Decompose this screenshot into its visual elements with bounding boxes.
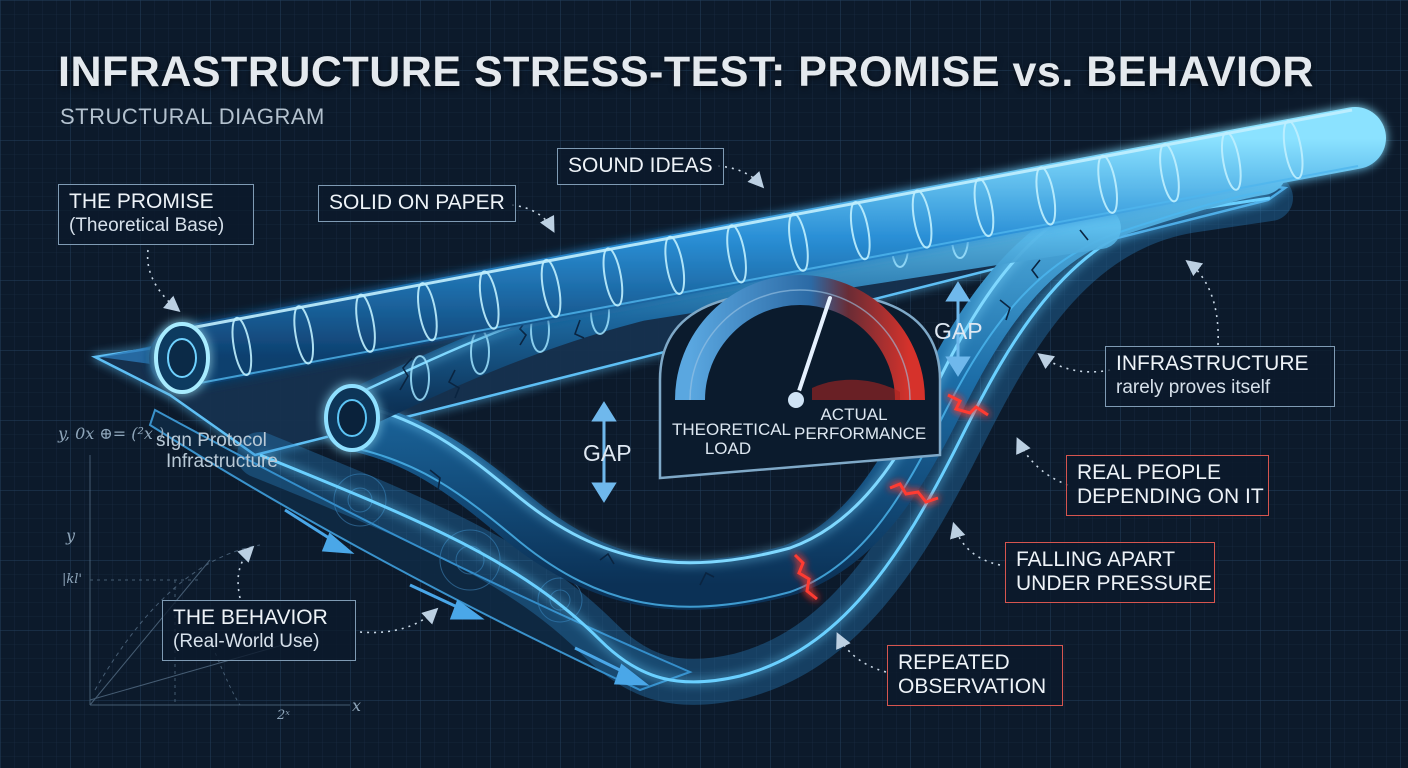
diagram-title: INFRASTRUCTURE STRESS-TEST: PROMISE vs. … [58,48,1314,96]
promise-tube-ring [478,270,500,330]
graph-caption: sIgn Protocol Infrastructure [156,430,278,472]
label-infrastructure: INFRASTRUCTURE rarely proves itself [1105,346,1335,407]
diagram-subtitle: STRUCTURAL DIAGRAM [60,104,325,129]
label-falling-apart-line1: FALLING APART [1016,548,1176,571]
promise-tube-ring [973,177,995,238]
graph-x-axis-label: x [352,696,362,715]
label-repeated-line1: REPEATED [898,651,1010,674]
gauge-actual-line2: PERFORMANCE [794,424,927,443]
promise-tube-ring [788,212,809,272]
label-the-behavior-sub: (Real-World Use) [173,631,320,652]
label-repeated-observation: REPEATED OBSERVATION [887,645,1063,706]
label-repeated-line2: OBSERVATION [898,675,1047,698]
gauge-actual-line1: ACTUAL [820,405,888,424]
graph-caption-line2: Infrastructure [166,451,278,472]
label-infrastructure-sub: rarely proves itself [1116,377,1271,398]
promise-tube-ring [726,224,747,284]
gap-right-label: GAP [934,318,983,344]
label-sound-ideas-text: SOUND IDEAS [568,154,713,177]
promise-tube-ring [1220,131,1242,191]
promise-tube-ring [1159,143,1180,203]
label-sound-ideas: SOUND IDEAS [557,148,724,185]
gauge-theoretical-line1: THEORETICAL [672,420,792,439]
promise-tube-ring [540,258,562,319]
graph-y-tick: |kl' [62,572,82,587]
label-real-people: REAL PEOPLE DEPENDING ON IT [1066,455,1269,516]
performance-gauge [658,275,942,480]
promise-tube-ring [231,316,253,377]
promise-tube-ring [1097,154,1118,214]
gauge-theoretical-load: THEORETICAL LOAD [672,420,792,458]
promise-tube-ring [911,189,933,249]
promise-tube-ring [664,235,686,295]
label-the-promise: THE PROMISE (Theoretical Base) [58,184,254,245]
gauge-actual-performance: ACTUAL PERFORMANCE [794,405,927,443]
graph-x-tick: 2ˣ [277,708,290,723]
label-the-behavior-title: THE BEHAVIOR [173,606,328,629]
gap-left-label: GAP [583,440,632,466]
label-falling-apart-line2: UNDER PRESSURE [1016,572,1213,595]
label-real-people-line1: REAL PEOPLE [1077,461,1221,484]
label-real-people-line2: DEPENDING ON IT [1077,485,1264,508]
gauge-theoretical-line2: LOAD [704,439,752,458]
promise-tube-ring [417,282,438,342]
label-solid-on-paper: SOLID ON PAPER [318,185,516,222]
graph-formula: y, 0x ⊕= (²x ) [58,424,165,443]
promise-tube-ring [1035,166,1057,226]
graph-caption-line1: sIgn Protocol [156,430,267,451]
promise-tube-ring [355,293,376,353]
label-the-promise-title: THE PROMISE [69,190,214,213]
label-the-promise-sub: (Theoretical Base) [69,215,225,236]
label-falling-apart: FALLING APART UNDER PRESSURE [1005,542,1215,603]
graph-y-axis-label: y [66,526,76,545]
promise-tube-ring [849,201,871,261]
promise-tube-ring [1282,119,1304,180]
label-the-behavior: THE BEHAVIOR (Real-World Use) [162,600,356,661]
promise-tube-ring [602,247,624,307]
label-solid-on-paper-text: SOLID ON PAPER [329,191,505,214]
label-infrastructure-title: INFRASTRUCTURE [1116,352,1309,375]
promise-tube-ring [293,305,315,365]
